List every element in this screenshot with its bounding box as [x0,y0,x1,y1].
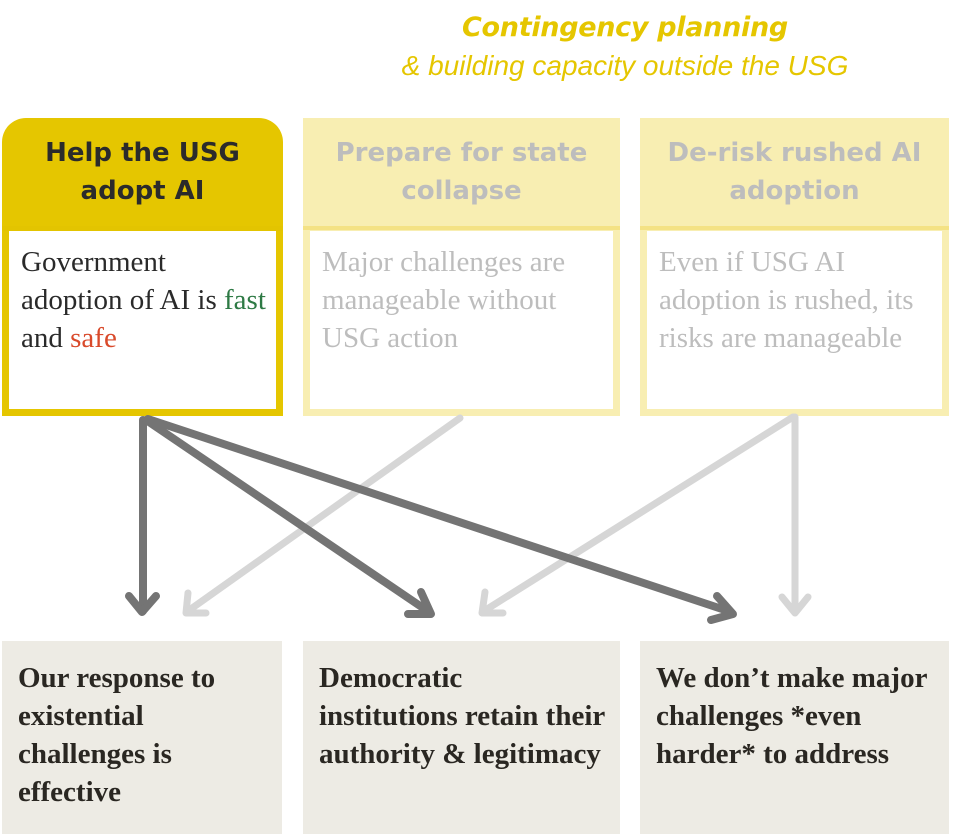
arrow-head-icon [478,588,507,617]
arrow-line [144,415,735,616]
light-arrows [182,413,812,617]
header-subtitle: & building capacity outside the USG [401,50,849,81]
condition-text: and [21,322,71,354]
diagram-header: Contingency planning & building capacity… [300,8,950,84]
divider [640,226,949,230]
arrow-line [142,416,433,616]
strategy-card-help-usg-adopt-ai: Help the USG adopt AI Government adoptio… [2,118,283,416]
arrow-head-icon [404,588,435,618]
strategy-condition: Even if USG AI adoption is rushed, its r… [647,231,942,409]
strategy-card-prepare-state-collapse: Prepare for state collapse Major challen… [303,118,620,416]
dark-arrows [125,415,737,624]
condition-text: Government adoption of AI is [21,246,224,316]
strategy-title: De-risk rushed AI adoption [667,138,922,206]
highlight-safe: safe [70,322,117,354]
strategy-title: Help the USG adopt AI [45,138,240,206]
divider [303,226,620,230]
outcome-card-effective-response: Our response to existential challenges i… [2,641,282,834]
arrow-head-icon [707,592,737,624]
arrow-head-icon [778,593,812,617]
strategy-condition: Government adoption of AI is fast and sa… [9,231,276,409]
arrow-line [480,413,797,615]
strategy-card-de-risk-rushed-adoption: De-risk rushed AI adoption Even if USG A… [640,118,949,416]
divider [2,226,283,231]
arrow-head-icon [182,589,210,617]
outcome-card-not-harder: We don’t make major challenges *even har… [640,641,949,834]
arrow-line [184,414,464,615]
strategy-condition: Major challenges are manageable without … [310,231,613,409]
outcome-card-democratic-institutions: Democratic institutions retain their aut… [303,641,620,834]
arrow-head-icon [125,592,160,616]
highlight-fast: fast [224,284,266,316]
strategy-title: Prepare for state collapse [335,138,588,206]
header-title: Contingency planning [462,12,788,43]
